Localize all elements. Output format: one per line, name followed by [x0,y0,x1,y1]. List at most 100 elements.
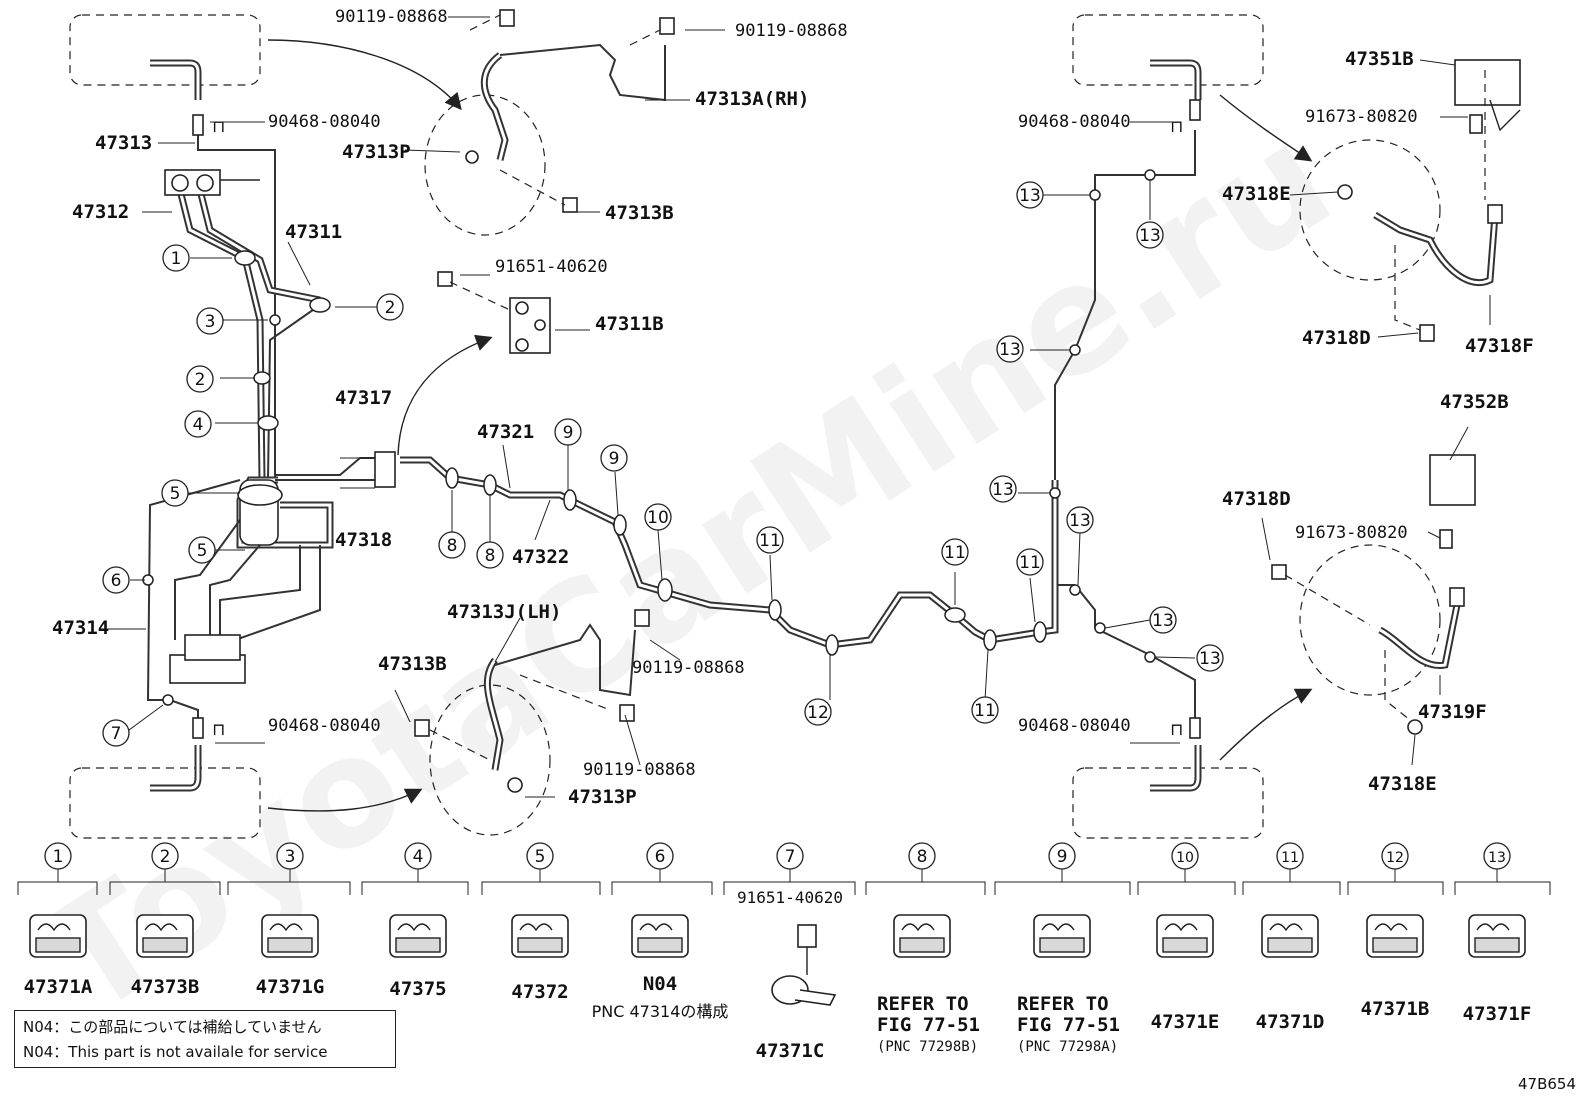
arrow-47311b [397,334,493,456]
svg-text:2: 2 [385,298,396,318]
legend-ref: FIG 77-51 [1017,1014,1120,1036]
legend-part-label: 47371D [1256,1011,1325,1033]
label-47314: 47314 [52,617,109,639]
svg-text:1: 1 [171,249,182,269]
svg-text:9: 9 [609,449,620,469]
legend-number: 9 [1057,847,1068,867]
junction-47317 [374,451,396,488]
svg-text:⊓: ⊓ [1170,117,1183,137]
note-english: N04：This part is not availale for servic… [23,1043,328,1061]
label-47313j: 47313J(LH) [447,601,561,623]
legend-part-label: 47371E [1151,1011,1220,1033]
note-japanese: N04：この部品については補給していません [23,1018,322,1036]
svg-text:11: 11 [1019,553,1041,573]
label-47313p-top: 47313P [342,141,411,163]
legend-number: 3 [285,847,296,867]
label-47318e-bot: 47318E [1368,773,1437,795]
legend-part-label: REFER TO [877,993,969,1015]
legend-number: 8 [917,847,928,867]
legend-pnc: (PNC 77298A) [1017,1039,1118,1055]
svg-text:2: 2 [195,370,206,390]
label-91673-bot: 91673-80820 [1295,523,1408,543]
svg-text:13: 13 [1152,611,1174,631]
label-90119-bot2: 90119-08868 [583,760,696,780]
legend-item-11: 11 47371D [1242,842,1341,1033]
front-left-wheel-box [69,14,261,100]
legend-item-12: 12 47371B [1347,842,1444,1020]
leader-lines [100,16,1491,798]
legend-part-label: 47372 [511,981,568,1003]
label-90468-tr: 90468-08040 [1018,112,1131,132]
service-note: N04：この部品については補給していません N04：This part is n… [14,1010,396,1068]
front-right-wheel-box [1072,14,1264,100]
svg-text:⊓: ⊓ [1170,720,1183,740]
label-47322: 47322 [512,546,569,568]
svg-text:⊓: ⊓ [212,117,225,137]
svg-text:⊓: ⊓ [212,720,225,740]
label-47317: 47317 [335,387,392,409]
callout-numbers: 1 2 3 2 4 5 5 6 7 8 8 9 9 10 11 11 11 11… [111,186,1221,744]
legend-number: 2 [160,847,171,867]
svg-text:11: 11 [944,543,966,563]
label-47318e-top: 47318E [1222,183,1291,205]
legend-part-label: 47371B [1361,998,1430,1020]
label-47318: 47318 [335,529,392,551]
left-brake-lines [146,125,334,718]
legend-part-label: 47371A [24,976,93,998]
legend-pnc: (PNC 77298B) [877,1039,978,1055]
svg-text:8: 8 [485,546,496,566]
legend-item-3: 3 47371G [227,842,351,998]
svg-text:13: 13 [999,340,1021,360]
bracket-47311b [437,271,551,354]
svg-text:5: 5 [170,484,181,504]
label-47351b: 47351B [1345,48,1414,70]
legend-part-label: 47371G [256,976,325,998]
label-47313p-bot: 47313P [568,786,637,808]
svg-text:7: 7 [111,724,122,744]
legend-sub: PNC 47314の構成 [592,1002,729,1021]
label-47313: 47313 [95,132,152,154]
label-47311: 47311 [285,221,342,243]
arrow-rl [267,788,423,812]
svg-text:4: 4 [193,415,204,435]
legend-number: 6 [655,847,666,867]
arrow-fl [267,39,462,111]
legend-item-7: 7 91651-40620 47371C [723,842,856,1062]
legend-part-label: REFER TO [1017,993,1109,1015]
legend-part-label: N04 [643,973,677,995]
svg-text:13: 13 [1069,511,1091,531]
legend-part-label: 47371F [1463,1003,1532,1025]
rear-left-wheel-box [69,745,261,839]
detail-front-right-hose [1299,59,1521,342]
label-90119-bot1: 90119-08868 [632,658,745,678]
svg-text:8: 8 [447,536,458,556]
svg-text:5: 5 [197,541,208,561]
svg-text:6: 6 [111,571,122,591]
arrow-fr [1219,94,1313,162]
arrow-rr [1219,688,1313,761]
legend-number: 4 [413,847,424,867]
label-47318d-top: 47318D [1302,327,1371,349]
label-47318d-bot: 47318D [1222,488,1291,510]
legend-part-label: 47373B [131,976,200,998]
legend-bolt: 91651-40620 [737,888,843,907]
legend-number: 1 [53,847,64,867]
legend-part-label: 47371C [756,1040,825,1062]
legend-number: 7 [785,847,796,867]
label-90468-bl: 90468-08040 [268,716,381,736]
label-47352b: 47352B [1440,391,1509,413]
svg-text:13: 13 [1199,649,1221,669]
bracket-47352b [1429,454,1476,506]
label-47311b: 47311B [595,313,664,335]
legend-number: 12 [1386,850,1404,866]
svg-text:11: 11 [974,701,996,721]
rear-right-wheel-box [1072,745,1264,839]
legend-number: 11 [1281,850,1299,866]
